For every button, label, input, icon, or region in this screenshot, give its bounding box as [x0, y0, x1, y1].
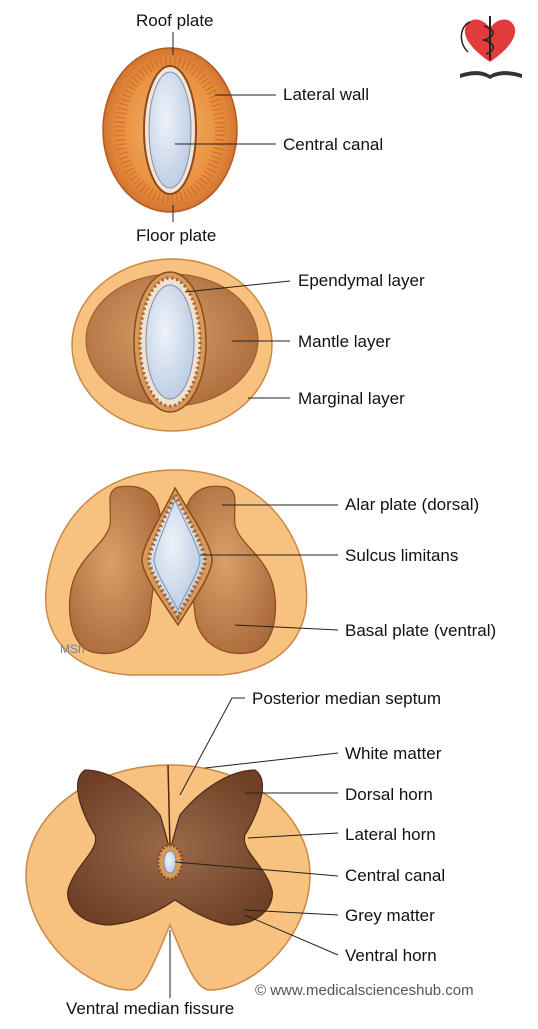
- leader-lines: [169, 32, 339, 998]
- label-basal-plate: Basal plate (ventral): [345, 621, 497, 640]
- label-posterior-median-septum: Posterior median septum: [252, 689, 441, 708]
- credit-text: © www.medicalscienceshub.com: [255, 982, 474, 999]
- label-lateral-horn: Lateral horn: [345, 825, 436, 844]
- label-central-canal-1: Central canal: [283, 135, 384, 154]
- label-ventral-horn: Ventral horn: [345, 946, 437, 965]
- label-dorsal-horn: Dorsal horn: [345, 785, 433, 804]
- label-floor-plate: Floor plate: [136, 226, 217, 245]
- label-central-canal-4: Central canal: [345, 866, 446, 885]
- label-sulcus-limitans: Sulcus limitans: [345, 546, 459, 565]
- label-marginal-layer: Marginal layer: [298, 389, 405, 408]
- panel2-layers: [71, 258, 273, 432]
- label-alar-plate: Alar plate (dorsal): [345, 495, 480, 514]
- label-grey-matter: Grey matter: [345, 906, 435, 925]
- panel3-plates: [44, 469, 308, 676]
- label-roof-plate: Roof plate: [136, 11, 214, 30]
- label-lateral-wall: Lateral wall: [283, 85, 369, 104]
- watermark-msh: MSh: [60, 642, 85, 656]
- heart-caduceus-book-logo-icon: [460, 16, 522, 79]
- label-ependymal-layer: Ependymal layer: [298, 271, 425, 290]
- label-ventral-median-fissure: Ventral median fissure: [66, 999, 235, 1018]
- label-white-matter: White matter: [345, 744, 442, 763]
- panel1-neural-tube: [102, 47, 238, 213]
- label-mantle-layer: Mantle layer: [298, 332, 391, 351]
- panel4-spinal-cord: [25, 764, 311, 991]
